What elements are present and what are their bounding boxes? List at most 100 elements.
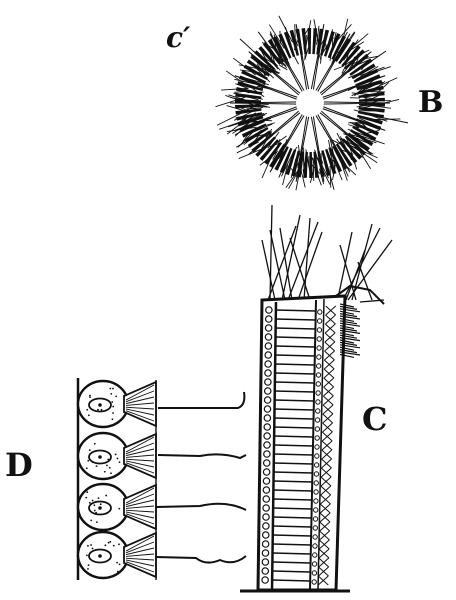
- cell-hair: [125, 547, 155, 556]
- cell-granule: [88, 449, 91, 452]
- column-bead: [262, 495, 271, 503]
- column-bead-mid: [315, 372, 322, 378]
- column-cross-stroke: [320, 467, 332, 478]
- column-rung: [272, 579, 311, 582]
- column-left-wall: [270, 301, 278, 591]
- column-tuft-bristle: [339, 313, 358, 318]
- cell-hair: [125, 505, 155, 509]
- cell-granule: [87, 544, 89, 547]
- cell: [76, 482, 247, 532]
- star-fiber: [355, 66, 379, 81]
- cell-granule: [104, 544, 107, 547]
- column-bead: [263, 396, 272, 404]
- cell-granule: [90, 544, 92, 546]
- column-bead: [262, 504, 270, 512]
- cell-hair: [125, 509, 155, 513]
- column-tuft-bristle: [339, 322, 361, 327]
- column-bead-mid: [311, 561, 318, 567]
- column-tuft-bristle: [339, 315, 361, 320]
- column-tuft-bristle: [339, 310, 355, 315]
- column-rung: [275, 336, 316, 339]
- column-bead-mid: [314, 426, 321, 432]
- column-cross-stroke: [321, 458, 332, 469]
- cell-granule: [90, 519, 93, 522]
- column-bead: [261, 567, 270, 575]
- column-rung: [274, 408, 314, 411]
- column-bead: [262, 459, 271, 467]
- column-side-tuft: [339, 303, 361, 358]
- cell-nucleus: [88, 548, 112, 564]
- column-rung: [275, 354, 315, 357]
- cell-granule: [89, 396, 91, 399]
- column-rung: [273, 480, 313, 483]
- cell-granule: [112, 412, 114, 414]
- cell-nucleolus: [98, 403, 102, 407]
- cell-thread: [158, 391, 246, 409]
- cell-granule: [99, 503, 102, 506]
- cell-granule: [112, 405, 115, 408]
- cell-granule: [109, 387, 112, 390]
- star-center: [296, 89, 324, 117]
- column-rung: [273, 498, 312, 501]
- column-tuft-bristle: [339, 317, 355, 322]
- column-rung: [273, 453, 313, 456]
- column-tuft-bristle: [339, 349, 358, 354]
- cell-thread: [155, 502, 247, 511]
- column-hair: [337, 231, 353, 299]
- cell-body: [76, 530, 130, 580]
- column-tuft-bristle: [339, 334, 358, 339]
- column-bead-mid: [314, 453, 320, 459]
- column-bead: [262, 522, 270, 530]
- cell-hair: [125, 458, 155, 462]
- column-bead-mid: [311, 570, 318, 576]
- cell-hair: [125, 442, 155, 455]
- cell-granule: [115, 395, 118, 398]
- cell-granule: [116, 457, 119, 460]
- star-fiber: [370, 77, 398, 91]
- column-bead-mid: [313, 462, 320, 468]
- column-cross-stroke: [323, 368, 335, 379]
- column-cross-stroke: [325, 305, 337, 316]
- column-rung: [272, 552, 311, 555]
- column-bead-mid: [313, 489, 319, 495]
- cell-body: [76, 482, 130, 532]
- cell-granule: [114, 453, 117, 456]
- column-rung: [272, 570, 311, 573]
- cell-granule: [93, 509, 96, 512]
- column-cross-stroke: [324, 332, 336, 343]
- star-fiber: [256, 61, 275, 79]
- column-rung: [274, 372, 315, 375]
- column-hair: [269, 204, 273, 301]
- cell-granule: [107, 458, 110, 461]
- column-bead-mid: [316, 354, 322, 360]
- cell: [76, 530, 247, 580]
- cell-hair: [125, 499, 155, 508]
- cell-hair: [125, 436, 155, 453]
- cell-granule: [86, 554, 88, 557]
- column-bead-mid: [316, 318, 323, 324]
- cell-granule: [93, 442, 96, 445]
- cell-granule: [106, 464, 108, 467]
- cell-hair: [125, 559, 155, 567]
- column-hair: [339, 244, 357, 301]
- cell-hair: [125, 561, 155, 573]
- star-fiber: [238, 148, 263, 159]
- cell-granule: [105, 512, 108, 515]
- cell-granule: [107, 541, 110, 544]
- cell-granule: [118, 543, 120, 546]
- star-fiber: [341, 63, 348, 74]
- cell-hair: [125, 511, 155, 519]
- column-bead-mid: [312, 516, 319, 522]
- column-cross-stroke: [320, 485, 332, 496]
- column-tuft-bristle: [339, 305, 358, 310]
- column-tuft-bristle: [339, 337, 361, 342]
- column-cross-stroke: [320, 494, 331, 505]
- column-rung: [275, 363, 315, 366]
- column-hair: [281, 214, 301, 301]
- cell-granule: [87, 414, 90, 417]
- star-fiber: [279, 64, 288, 71]
- column-cross-stroke: [324, 341, 336, 352]
- column-tuft-bristle: [339, 346, 355, 351]
- column-tuft-bristle: [339, 327, 358, 332]
- column-bead-mid: [316, 327, 323, 333]
